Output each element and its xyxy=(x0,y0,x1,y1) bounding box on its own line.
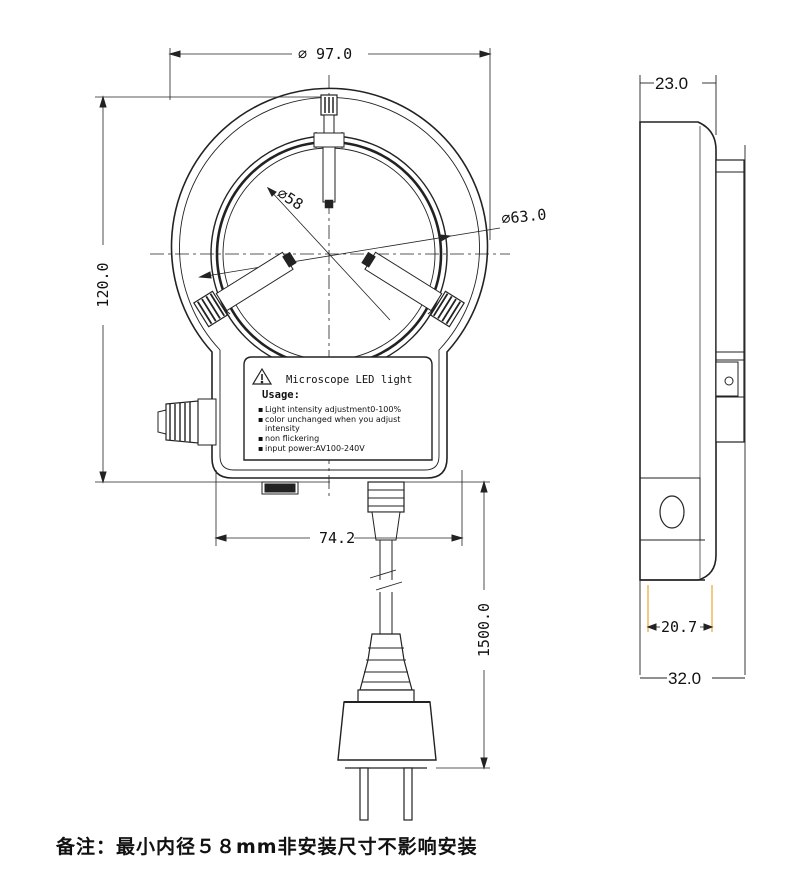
label-usage: Usage: xyxy=(262,389,300,401)
warning-triangle-icon xyxy=(251,367,273,385)
inner-diameter-label: ⌀58 xyxy=(274,184,307,214)
label-line-5: input power:AV100-240V xyxy=(265,444,365,453)
label-bullet-3: ▪ xyxy=(258,434,263,443)
outer-diameter-label: ⌀ 97.0 xyxy=(298,45,352,63)
label-bullet-4: ▪ xyxy=(258,444,263,453)
label-line-3: intensity xyxy=(265,424,300,433)
base-width-label: 74.2 xyxy=(319,529,355,547)
label-bullet-2: ▪ xyxy=(258,415,263,424)
label-bullet-1: ▪ xyxy=(258,405,263,414)
label-line-4: non flickering xyxy=(265,434,319,443)
ring-diameter-label: ⌀63.0 xyxy=(501,205,548,228)
side-inner-label: 20.7 xyxy=(661,618,697,636)
label-line-2: color unchanged when you adjust xyxy=(265,415,400,424)
side-depth-top-label: 23.0 xyxy=(655,74,688,93)
cable-length-label: 1500.0 xyxy=(475,603,493,657)
height-label: 120.0 xyxy=(94,262,112,307)
side-depth-bottom-label: 32.0 xyxy=(668,669,701,688)
label-line-1: Light intensity adjustment0-100% xyxy=(265,405,401,414)
technical-drawing: ⌀ 97.0 120.0 ⌀58 ⌀63.0 74.2 1500.0 23.0 … xyxy=(94,45,746,821)
label-title: Microscope LED light xyxy=(286,374,412,386)
installation-note: 备注：最小内径５８mm非安装尺寸不影响安装 xyxy=(56,836,478,858)
